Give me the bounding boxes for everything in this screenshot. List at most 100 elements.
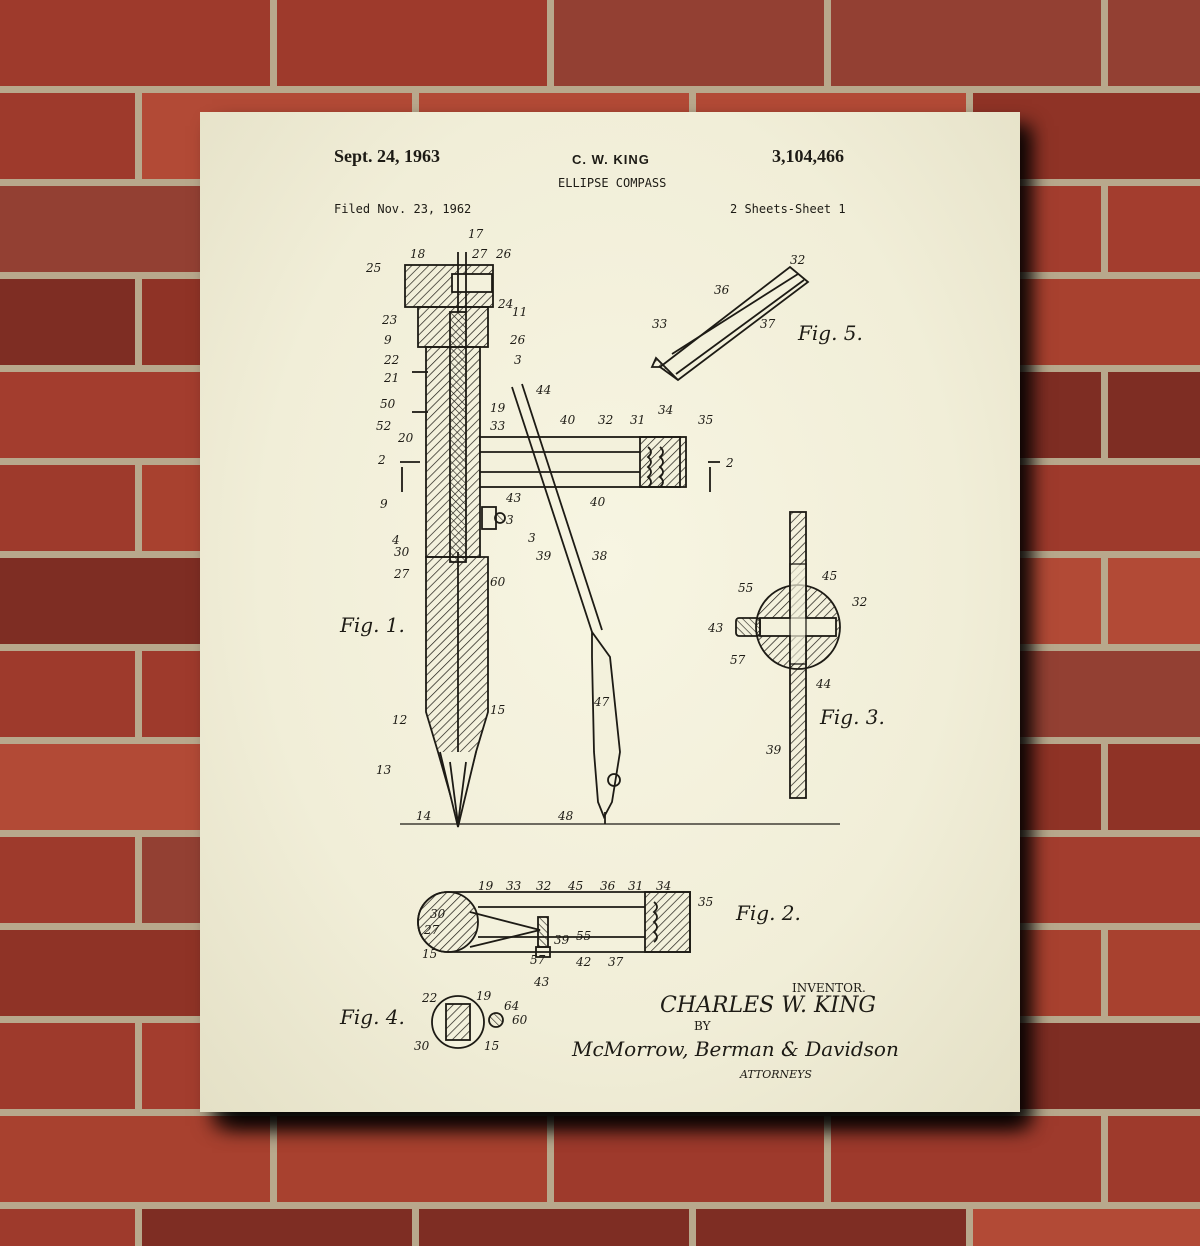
svg-text:23: 23 bbox=[381, 313, 398, 327]
svg-text:4: 4 bbox=[391, 533, 400, 547]
brick bbox=[0, 837, 135, 923]
svg-text:52: 52 bbox=[376, 419, 391, 433]
svg-text:30: 30 bbox=[430, 907, 446, 921]
svg-text:34: 34 bbox=[658, 403, 673, 417]
brick bbox=[1108, 1116, 1200, 1202]
svg-text:39: 39 bbox=[766, 743, 782, 757]
brick bbox=[277, 1116, 547, 1202]
svg-text:15: 15 bbox=[490, 703, 505, 717]
brick bbox=[142, 1209, 412, 1246]
svg-text:37: 37 bbox=[608, 955, 624, 969]
svg-text:36: 36 bbox=[600, 879, 616, 893]
svg-text:42: 42 bbox=[575, 955, 591, 969]
svg-text:20: 20 bbox=[397, 431, 414, 445]
svg-text:43: 43 bbox=[533, 975, 550, 989]
brick bbox=[696, 1209, 966, 1246]
brick bbox=[0, 651, 135, 737]
brick bbox=[831, 0, 1101, 86]
svg-text:2: 2 bbox=[377, 453, 386, 467]
svg-text:34: 34 bbox=[656, 879, 671, 893]
fig5-label: Fig. 5. bbox=[797, 321, 863, 345]
svg-text:14: 14 bbox=[416, 809, 431, 823]
svg-text:50: 50 bbox=[380, 397, 396, 411]
fig4-drawing bbox=[431, 995, 504, 1049]
attorneys-name: McMorrow, Berman & Davidson bbox=[571, 1037, 899, 1061]
svg-text:60: 60 bbox=[512, 1013, 528, 1027]
svg-text:31: 31 bbox=[628, 879, 643, 893]
svg-text:48: 48 bbox=[557, 809, 574, 823]
fig3-label: Fig. 3. bbox=[819, 705, 885, 729]
svg-text:32: 32 bbox=[536, 879, 551, 893]
brick bbox=[973, 1209, 1200, 1246]
svg-text:45: 45 bbox=[567, 879, 583, 893]
svg-text:30: 30 bbox=[414, 1039, 430, 1053]
svg-text:22: 22 bbox=[421, 991, 437, 1005]
svg-text:19: 19 bbox=[490, 401, 506, 415]
svg-text:39: 39 bbox=[536, 549, 552, 563]
svg-text:36: 36 bbox=[714, 283, 730, 297]
svg-text:13: 13 bbox=[376, 763, 392, 777]
svg-text:26: 26 bbox=[509, 333, 526, 347]
svg-text:55: 55 bbox=[738, 581, 753, 595]
svg-text:19: 19 bbox=[478, 879, 494, 893]
svg-text:40: 40 bbox=[589, 495, 606, 509]
svg-text:18: 18 bbox=[410, 247, 426, 261]
svg-text:9: 9 bbox=[380, 497, 388, 511]
svg-text:9: 9 bbox=[384, 333, 392, 347]
svg-text:33: 33 bbox=[652, 317, 668, 331]
inventor-label: INVENTOR. bbox=[792, 981, 866, 995]
svg-text:43: 43 bbox=[707, 621, 724, 635]
patent-drawing: Fig. 1. Fig. 2. Fig. 3. Fig. 4. Fig. 5. … bbox=[339, 227, 899, 1081]
svg-text:26: 26 bbox=[495, 247, 512, 261]
svg-text:44: 44 bbox=[815, 677, 831, 691]
svg-text:32: 32 bbox=[790, 253, 805, 267]
brick bbox=[419, 1209, 689, 1246]
brick bbox=[0, 1209, 135, 1246]
svg-text:33: 33 bbox=[506, 879, 522, 893]
brick bbox=[277, 0, 547, 86]
brick bbox=[554, 0, 824, 86]
fig2-drawing bbox=[417, 891, 691, 958]
svg-text:27: 27 bbox=[423, 923, 440, 937]
brick bbox=[0, 465, 135, 551]
patent-title: ELLIPSE COMPASS bbox=[558, 176, 667, 190]
brick bbox=[0, 279, 135, 365]
svg-text:22: 22 bbox=[383, 353, 399, 367]
brick bbox=[1108, 744, 1200, 830]
svg-text:27: 27 bbox=[393, 567, 410, 581]
svg-text:15: 15 bbox=[484, 1039, 499, 1053]
brick bbox=[0, 0, 270, 86]
svg-text:64: 64 bbox=[504, 999, 519, 1013]
svg-text:35: 35 bbox=[698, 895, 713, 909]
svg-text:45: 45 bbox=[821, 569, 837, 583]
svg-text:21: 21 bbox=[383, 371, 399, 385]
brick bbox=[554, 1116, 824, 1202]
svg-text:27: 27 bbox=[471, 247, 488, 261]
svg-text:24: 24 bbox=[497, 297, 513, 311]
svg-text:30: 30 bbox=[394, 545, 410, 559]
svg-text:19: 19 bbox=[476, 989, 492, 1003]
svg-text:32: 32 bbox=[852, 595, 867, 609]
brick bbox=[0, 1116, 270, 1202]
svg-text:25: 25 bbox=[365, 261, 381, 275]
svg-text:39: 39 bbox=[554, 933, 570, 947]
svg-text:47: 47 bbox=[593, 695, 610, 709]
fig1-label: Fig. 1. bbox=[339, 613, 405, 637]
brick bbox=[0, 93, 135, 179]
svg-text:15: 15 bbox=[422, 947, 437, 961]
fig5-drawing bbox=[650, 265, 810, 382]
svg-text:33: 33 bbox=[490, 419, 506, 433]
svg-text:55: 55 bbox=[576, 929, 591, 943]
svg-text:37: 37 bbox=[760, 317, 776, 331]
patent-filed-date: Filed Nov. 23, 1962 bbox=[334, 202, 472, 216]
svg-text:11: 11 bbox=[512, 305, 527, 319]
svg-text:3: 3 bbox=[528, 531, 536, 545]
brick bbox=[0, 1023, 135, 1109]
brick bbox=[831, 1116, 1101, 1202]
fig4-label: Fig. 4. bbox=[339, 1005, 405, 1029]
svg-text:32: 32 bbox=[598, 413, 613, 427]
brick bbox=[1108, 372, 1200, 458]
svg-text:40: 40 bbox=[559, 413, 576, 427]
patent-poster: Sept. 24, 1963 C. W. KING 3,104,466 ELLI… bbox=[200, 112, 1020, 1112]
